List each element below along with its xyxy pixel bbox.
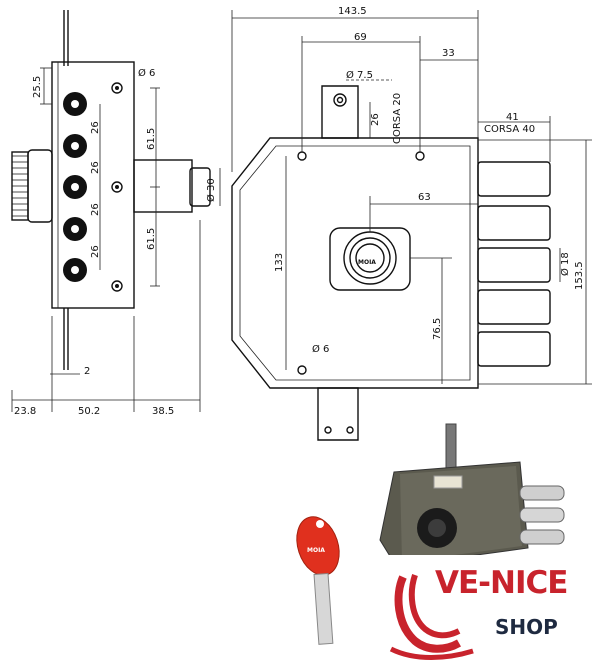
side-view	[11, 10, 221, 412]
dim-61-5-b: 61.5	[146, 228, 157, 250]
dim-26-e: 26	[370, 113, 381, 126]
dim-63: 63	[418, 192, 431, 203]
dim-38-5: 38.5	[152, 406, 174, 417]
logo-name: VE-NICE	[435, 565, 568, 601]
dim-26-b: 26	[90, 161, 101, 174]
dim-33: 33	[442, 48, 455, 59]
dim-dia-30: Ø 30	[205, 178, 217, 202]
dim-76-5: 76.5	[432, 318, 443, 340]
dim-50-2: 50.2	[78, 406, 100, 417]
dim-corsa-20: CORSA 20	[392, 93, 403, 144]
dim-26-a: 26	[90, 121, 101, 134]
dim-dia-7-5: Ø 7.5	[346, 69, 373, 81]
wave-icon	[389, 574, 474, 660]
dim-dia-18: Ø 18	[559, 252, 571, 276]
venice-shop-logo: VE-NICE SHOP	[385, 555, 600, 672]
dim-dia-6-a: Ø 6	[138, 67, 155, 79]
key-brand-mark: MOIA	[307, 547, 325, 554]
dim-corsa-40: CORSA 40	[484, 124, 535, 135]
dim-61-5-a: 61.5	[146, 128, 157, 150]
lock-photo	[379, 423, 565, 567]
dim-2: 2	[84, 366, 90, 377]
dim-153-5: 153.5	[574, 261, 585, 290]
dimension-labels: 23.8 50.2 38.5 2 25.5 26 26 26 26 61.5 6…	[14, 6, 585, 417]
dim-26-d: 26	[90, 245, 101, 258]
logo-sub: SHOP	[495, 615, 558, 639]
dim-23-8: 23.8	[14, 406, 36, 417]
dim-dia-6-b: Ø 6	[312, 343, 329, 355]
lock-brand-mark: MOIA	[358, 259, 376, 266]
key-photo: MOIA	[296, 516, 340, 645]
dim-25-5: 25.5	[32, 76, 43, 98]
dim-26-c: 26	[90, 203, 101, 216]
dim-41: 41	[506, 112, 519, 123]
dim-69: 69	[354, 32, 367, 43]
dim-143-5: 143.5	[338, 6, 367, 17]
dim-133: 133	[274, 253, 285, 272]
front-view	[231, 10, 592, 441]
